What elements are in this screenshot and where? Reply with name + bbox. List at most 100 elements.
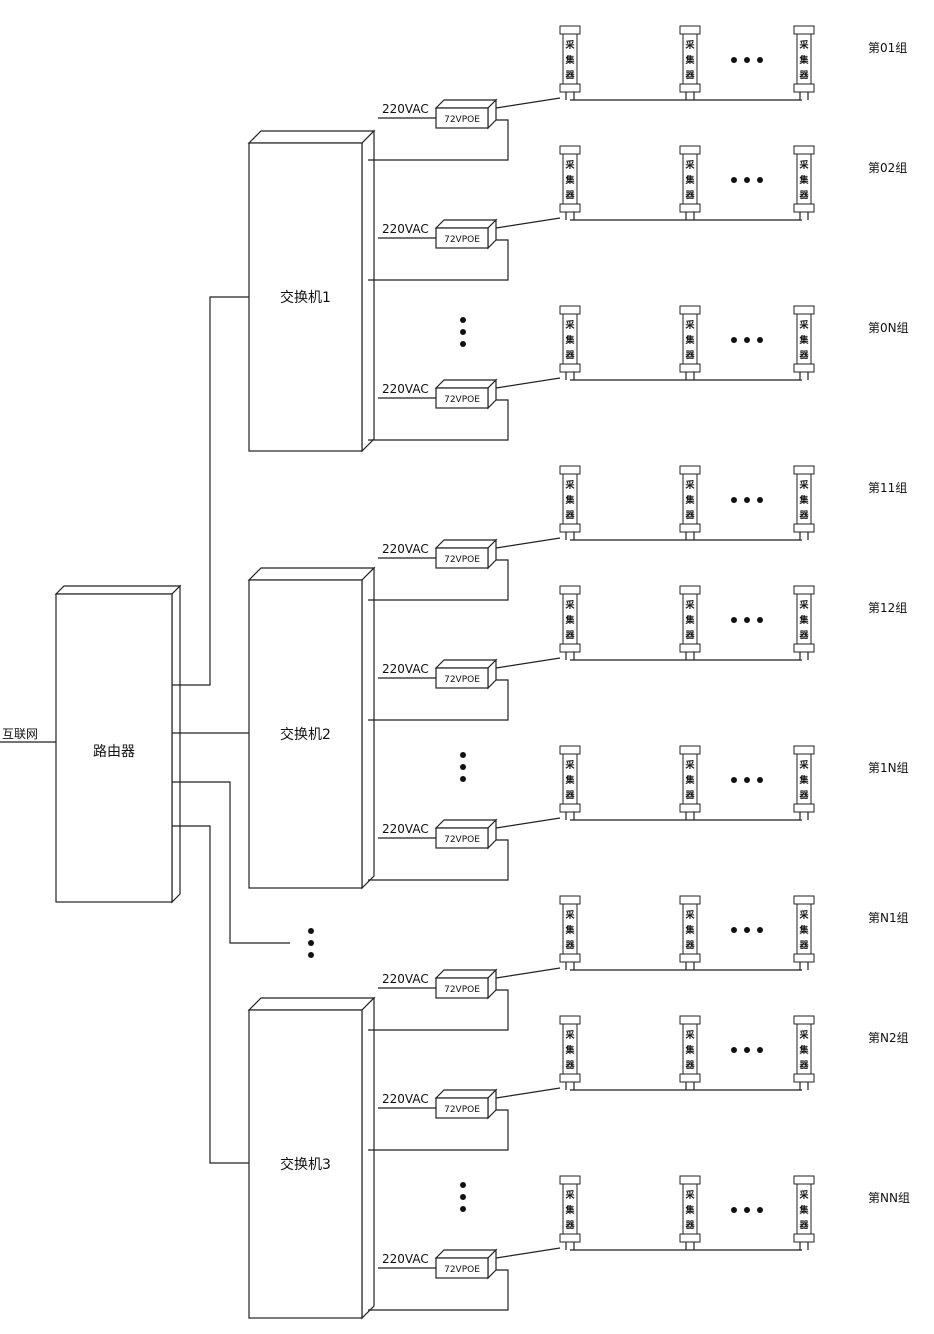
switch-box-2-top [247, 567, 376, 581]
collector-char: 采 [684, 159, 694, 171]
collector-char: 集 [564, 614, 575, 626]
collector-char: 器 [684, 940, 695, 951]
poe-box-top [434, 969, 498, 979]
collector-char: 采 [798, 909, 808, 921]
poe-label: 72VPOE [444, 555, 480, 565]
group-label: 第12组 [868, 601, 907, 615]
poe-box-top [434, 1249, 498, 1259]
collector-cap-bottom [559, 803, 581, 813]
collector-char: 器 [684, 790, 695, 801]
router-box-front [55, 593, 173, 903]
collector-char: 采 [798, 479, 808, 491]
collector-unit: 采集器 [679, 1015, 701, 1090]
collector-char: 集 [798, 1044, 809, 1056]
collector-char: 采 [684, 759, 694, 771]
collector-char: 采 [564, 909, 574, 921]
collector-char: 集 [798, 494, 809, 506]
ellipsis-dot [744, 337, 750, 343]
collector-cap-top [793, 745, 815, 755]
collector-char: 集 [798, 54, 809, 66]
collector-cap-top [679, 745, 701, 755]
router-to-switch1 [172, 296, 249, 686]
collector-char: 集 [798, 774, 809, 786]
collector-cap-bottom [793, 363, 815, 373]
collector-char: 器 [684, 1220, 695, 1231]
collector-cap-top [559, 145, 581, 155]
collector-char: 集 [564, 774, 575, 786]
collector-char: 器 [564, 790, 575, 801]
poe-to-switch [368, 239, 509, 281]
collector-char: 集 [564, 334, 575, 346]
ellipsis-dot [757, 497, 763, 503]
collector-char: 器 [798, 190, 809, 201]
collector-char: 集 [798, 174, 809, 186]
collector-cap-bottom [679, 203, 701, 213]
poe-to-bus [495, 967, 561, 979]
collector-char: 集 [684, 1204, 695, 1216]
collector-char: 采 [564, 1189, 574, 1201]
collector-cap-bottom [679, 1073, 701, 1083]
router-box [54, 584, 182, 904]
ellipsis-dot [757, 1207, 763, 1213]
collector-cap-top [559, 585, 581, 595]
collector-unit: 采集器 [559, 745, 581, 820]
collector-char: 器 [684, 1060, 695, 1071]
collector-unit: 采集器 [793, 745, 815, 820]
collector-cap-top [559, 1175, 581, 1185]
collector-char: 采 [684, 1189, 694, 1201]
ellipsis-dot [744, 57, 750, 63]
collector-unit: 采集器 [559, 305, 581, 380]
collector-char: 器 [798, 630, 809, 641]
ellipsis-dot [757, 777, 763, 783]
power-label: 220VAC [382, 972, 429, 986]
router-box-top [54, 585, 182, 595]
collector-char: 采 [798, 39, 808, 51]
collector-cap-bottom [679, 803, 701, 813]
poe-box-top [434, 219, 498, 229]
collector-cap-top [559, 895, 581, 905]
poe-to-bus [495, 657, 561, 669]
collector-char: 采 [564, 759, 574, 771]
ellipsis-dot [731, 497, 737, 503]
collector-unit: 采集器 [793, 305, 815, 380]
poe-to-bus [495, 217, 561, 229]
power-label: 220VAC [382, 662, 429, 676]
ellipsis-dot [460, 1206, 466, 1212]
collector-cap-top [793, 1015, 815, 1025]
collector-char: 集 [564, 924, 575, 936]
collector-cap-top [793, 305, 815, 315]
collector-cap-bottom [793, 83, 815, 93]
router-to-switch3 [172, 825, 249, 1164]
collector-char: 集 [564, 1044, 575, 1056]
switch-box-3-top [247, 997, 376, 1011]
collector-cap-bottom [679, 643, 701, 653]
ellipsis-dot [460, 752, 466, 758]
collector-cap-top [559, 1015, 581, 1025]
collector-cap-bottom [793, 953, 815, 963]
collector-unit: 采集器 [559, 585, 581, 660]
poe-to-bus [495, 537, 561, 549]
collector-unit: 采集器 [679, 585, 701, 660]
switch-label-1: 交换机1 [280, 289, 331, 306]
collector-char: 采 [684, 1029, 694, 1041]
poe-box [434, 538, 498, 570]
ellipsis-dot [757, 57, 763, 63]
collector-char: 器 [684, 510, 695, 521]
collector-unit: 采集器 [559, 1175, 581, 1250]
ellipsis-dot [460, 1182, 466, 1188]
collector-char: 器 [798, 70, 809, 81]
collector-char: 集 [684, 614, 695, 626]
collector-char: 器 [684, 190, 695, 201]
collector-char: 集 [798, 334, 809, 346]
collector-cap-bottom [559, 1073, 581, 1083]
poe-to-bus [495, 377, 561, 389]
collector-cap-bottom [559, 1233, 581, 1243]
collector-unit: 采集器 [559, 895, 581, 970]
poe-to-switch [368, 119, 509, 161]
collector-cap-top [793, 1175, 815, 1185]
poe-label: 72VPOE [444, 835, 480, 845]
ellipsis-dot [757, 177, 763, 183]
group-label: 第0N组 [868, 321, 909, 335]
internet-label: 互联网 [2, 727, 38, 741]
collector-char: 器 [564, 510, 575, 521]
